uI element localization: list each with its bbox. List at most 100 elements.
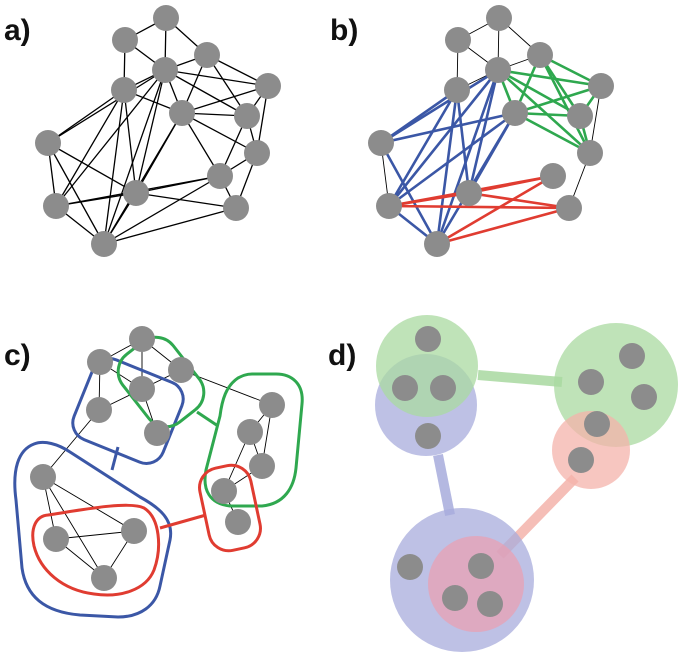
panel-a: a) [4, 5, 281, 257]
edge [496, 68, 592, 155]
node [211, 478, 237, 504]
edge [181, 85, 269, 114]
edge [47, 142, 137, 194]
node [442, 585, 468, 611]
node [237, 419, 263, 445]
community-outline-red-small [198, 463, 262, 553]
node [91, 565, 117, 591]
node [485, 57, 511, 83]
node [234, 103, 260, 129]
node [223, 195, 249, 221]
node [30, 464, 56, 490]
edge [42, 476, 105, 579]
panel-b: b) [330, 5, 614, 257]
panel-b-nodes [368, 5, 614, 257]
edge [387, 111, 517, 208]
node [392, 375, 418, 401]
community-link-blue [110, 446, 120, 471]
node [486, 5, 512, 31]
edge [467, 191, 571, 210]
node [527, 42, 553, 68]
edge [496, 68, 582, 118]
panel-c-community-links [110, 410, 219, 530]
node [207, 163, 233, 189]
community-link-green [196, 410, 219, 428]
node [86, 397, 112, 423]
edge [55, 89, 125, 207]
edge [55, 530, 135, 540]
edge [164, 69, 248, 117]
edge [42, 409, 100, 478]
node [112, 27, 138, 53]
edge [467, 111, 517, 195]
edge [47, 69, 166, 144]
edge [164, 69, 269, 87]
node [415, 423, 441, 449]
node [477, 591, 503, 617]
node [456, 180, 482, 206]
node [568, 447, 594, 473]
edge [42, 476, 135, 532]
edge [387, 68, 500, 208]
edge [47, 142, 105, 245]
node [259, 392, 285, 418]
edge [435, 174, 555, 246]
edge [47, 89, 125, 144]
edge [435, 68, 500, 246]
node [43, 193, 69, 219]
edge [135, 192, 237, 209]
node [249, 453, 275, 479]
node [397, 554, 423, 580]
edge [387, 204, 571, 210]
community-link-red [159, 513, 207, 530]
community-outline-green-small [116, 335, 206, 429]
node [468, 553, 494, 579]
node [244, 140, 270, 166]
edge [103, 89, 125, 245]
node [415, 326, 441, 352]
panel-d-nodes [392, 326, 657, 617]
node [631, 384, 657, 410]
edge [435, 206, 571, 246]
node [368, 130, 394, 156]
panel-d-label: d) [328, 339, 356, 372]
panel-c-nodes [30, 326, 285, 591]
node [91, 231, 117, 257]
blob-red-right [552, 411, 630, 489]
blob-red-bottom [428, 536, 524, 632]
edge [496, 68, 603, 88]
edge [123, 89, 137, 194]
node [502, 100, 528, 126]
edge [135, 69, 166, 194]
meta-link-blue [433, 454, 455, 516]
node [445, 27, 471, 53]
node [153, 5, 179, 31]
edge [467, 174, 555, 195]
node [152, 57, 178, 83]
edge [103, 207, 237, 245]
node [444, 77, 470, 103]
edge [103, 175, 221, 245]
node [376, 193, 402, 219]
node [194, 42, 220, 68]
node [129, 326, 155, 352]
community-outline-blue-small [71, 357, 185, 465]
node [430, 375, 456, 401]
node [225, 509, 251, 535]
edge [513, 84, 603, 115]
edge [379, 111, 517, 145]
node [87, 349, 113, 375]
edge [513, 111, 592, 155]
panel-a-label: a) [4, 14, 31, 47]
node [619, 343, 645, 369]
edge [538, 53, 592, 155]
edge [181, 112, 258, 154]
node [584, 411, 610, 437]
panel-a-nodes [35, 5, 281, 257]
node [556, 195, 582, 221]
node [588, 73, 614, 99]
node [121, 518, 147, 544]
node [255, 73, 281, 99]
node [144, 420, 170, 446]
